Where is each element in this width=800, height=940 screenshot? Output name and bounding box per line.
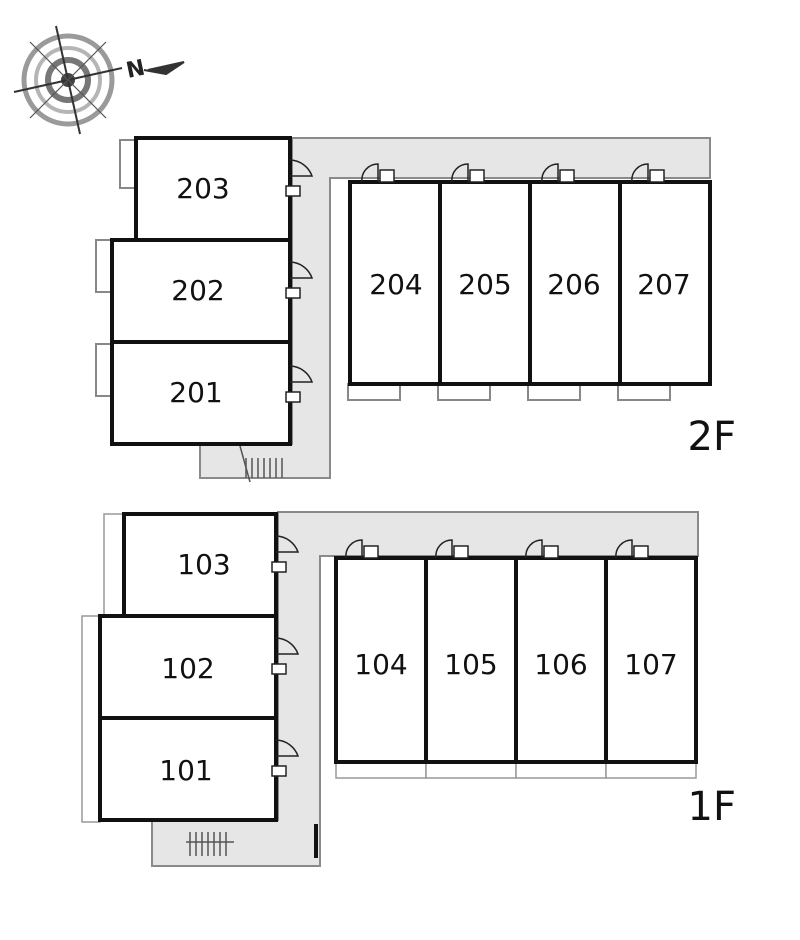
balcony [119, 139, 137, 189]
door-icon [345, 539, 649, 559]
balcony [347, 383, 401, 401]
unit-label: 202 [171, 274, 224, 307]
unit-202[interactable] [110, 238, 292, 344]
unit-102[interactable] [98, 614, 278, 720]
stairs-1f [186, 832, 234, 856]
balcony [617, 383, 671, 401]
unit-205[interactable] [438, 180, 532, 386]
unit-label: 105 [444, 648, 497, 681]
unit-label: 107 [624, 648, 677, 681]
stairs-2f [239, 445, 283, 483]
unit-201[interactable] [110, 340, 292, 446]
unit-206[interactable] [528, 180, 622, 386]
floor-label: 1F [688, 784, 736, 830]
floor-1f: 103 102 101 104 105 106 107 1F [81, 511, 736, 867]
balcony [95, 239, 113, 293]
balcony [527, 383, 581, 401]
unit-label: 103 [177, 548, 230, 581]
balcony [605, 761, 697, 779]
balcony [425, 761, 517, 779]
balcony [335, 761, 427, 779]
balcony [95, 343, 113, 397]
unit-label: 203 [176, 172, 229, 205]
unit-104[interactable] [334, 556, 428, 764]
unit-101[interactable] [98, 716, 278, 822]
unit-label: 207 [637, 268, 690, 301]
door-icon [285, 159, 314, 403]
floor-label: 2F [688, 414, 736, 460]
door-icon [361, 163, 665, 183]
unit-207[interactable] [618, 180, 712, 386]
unit-label: 205 [458, 268, 511, 301]
unit-label: 106 [534, 648, 587, 681]
unit-107[interactable] [604, 556, 698, 764]
balcony [515, 761, 607, 779]
north-arrow-icon [143, 61, 185, 76]
unit-label: 102 [161, 652, 214, 685]
unit-204[interactable] [348, 180, 442, 386]
unit-label: 206 [547, 268, 600, 301]
compass-rose-icon [13, 25, 123, 135]
door-icon [271, 535, 300, 777]
floor-2f: 203 202 201 204 205 206 207 2F [95, 136, 736, 483]
unit-label: 104 [354, 648, 407, 681]
unit-103[interactable] [122, 512, 278, 618]
compass-north-label: N [124, 56, 147, 84]
unit-label: 204 [369, 268, 422, 301]
balcony [437, 383, 491, 401]
unit-label: 201 [169, 376, 222, 409]
unit-label: 101 [159, 754, 212, 787]
unit-105[interactable] [424, 556, 518, 764]
